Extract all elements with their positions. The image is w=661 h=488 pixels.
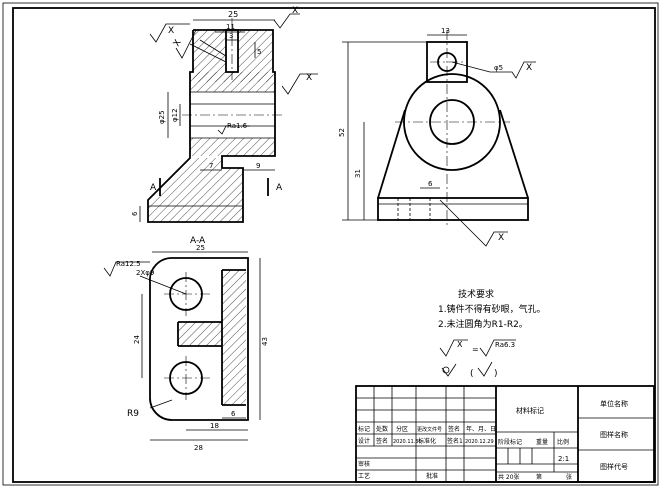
fv-dim-d25: φ25: [158, 110, 166, 124]
sv-dim-6: 6: [428, 180, 433, 188]
tb-drawing-name: 图样名称: [600, 430, 628, 439]
tb-standard-date: 2020.12.29: [465, 439, 494, 445]
tb-standard-sign: 签名1: [447, 437, 463, 445]
tb-sheets: 共 20张: [498, 473, 520, 481]
notes-rough-eq: =: [472, 345, 479, 354]
tb-drawing-code: 图样代号: [600, 462, 628, 471]
fv-dim-6: 6: [131, 211, 139, 216]
sec-dim-25: 25: [196, 244, 205, 252]
notes-roughness-symbols: [439, 339, 516, 377]
tb-design-sign: 签名: [376, 437, 388, 445]
sec-dim-6: 6: [231, 410, 236, 418]
fv-section-a-right: A: [276, 183, 283, 193]
fv-roughness-slot: X: [172, 38, 184, 48]
sec-dim-2x9: 2Xφ9: [136, 269, 154, 277]
section-title: A-A: [190, 236, 206, 246]
sv-dim-13: 13: [441, 27, 450, 35]
notes-line1: 1.铸件不得有砂眼，气孔。: [438, 303, 546, 315]
sv-dim-d5: φ5: [494, 64, 503, 72]
tb-label-change: 更改文件号: [417, 426, 442, 433]
fv-dim-7: 7: [209, 162, 213, 170]
tb-design: 设计: [358, 437, 370, 445]
tb-weight: 重量: [536, 438, 548, 446]
fv-dim-3: 3: [229, 32, 233, 40]
tb-check: 审核: [358, 460, 370, 468]
fv-dim-11: 11: [226, 23, 235, 31]
notes-paren-close: ): [494, 369, 498, 379]
sec-dim-24: 24: [133, 335, 141, 344]
fv-dim-9: 9: [256, 162, 260, 170]
fv-roughness-top: X: [292, 6, 298, 16]
sec-roughness-ra: Ra12.5: [116, 260, 141, 268]
tb-scale-label: 比例: [557, 438, 569, 446]
sec-dim-18: 18: [210, 422, 219, 430]
tb-label-date: 年、月、日: [466, 425, 496, 433]
section-view: [103, 251, 261, 441]
notes-heading: 技术要求: [458, 288, 494, 300]
sec-dim-28: 28: [194, 444, 203, 452]
front-view: [139, 13, 318, 223]
fv-section-a-left: A: [150, 183, 157, 193]
tb-standard: 标准化: [418, 437, 436, 445]
tb-label-mark: 标记: [358, 425, 370, 433]
tb-design-date: 2020.11.30: [393, 439, 422, 445]
title-block: [355, 385, 655, 483]
fv-roughness-ra: Ra1.6: [227, 122, 248, 130]
side-view: [342, 30, 536, 247]
tb-sheet-unit: 张: [566, 473, 572, 481]
tb-label-sign: 签名: [448, 425, 460, 433]
sv-dim-31: 31: [354, 169, 362, 178]
notes-rough-x: X: [457, 340, 463, 349]
tb-label-count: 处数: [376, 425, 388, 433]
tb-company: 单位名称: [600, 399, 628, 408]
tb-stage: 阶段标记: [498, 438, 522, 446]
sec-dim-43: 43: [261, 337, 269, 346]
fv-dim-25: 25: [228, 10, 238, 19]
sv-dim-52: 52: [338, 128, 346, 137]
tb-scale-value: 2:1: [558, 455, 569, 463]
fv-dim-5: 5: [257, 48, 261, 56]
notes-line2: 2.未注圆角为R1-R2。: [438, 318, 528, 330]
fv-roughness-left: X: [168, 26, 174, 36]
sv-roughness-bottom: X: [498, 233, 504, 243]
tb-process: 工艺: [358, 472, 370, 480]
tb-sheet-of: 第: [536, 473, 542, 481]
fv-roughness-bore: X: [306, 73, 312, 83]
sec-dim-r9: R9: [127, 409, 139, 419]
tb-material: 材料标记: [516, 406, 544, 415]
sv-roughness-top: X: [526, 63, 532, 73]
tb-label-zone: 分区: [396, 425, 408, 433]
inner-border: [12, 7, 656, 483]
tb-approve: 批准: [426, 472, 438, 480]
notes-paren-open: (: [470, 369, 474, 379]
notes-rough-ra: Ra6.3: [495, 341, 515, 349]
fv-dim-d12: φ12: [171, 108, 179, 122]
